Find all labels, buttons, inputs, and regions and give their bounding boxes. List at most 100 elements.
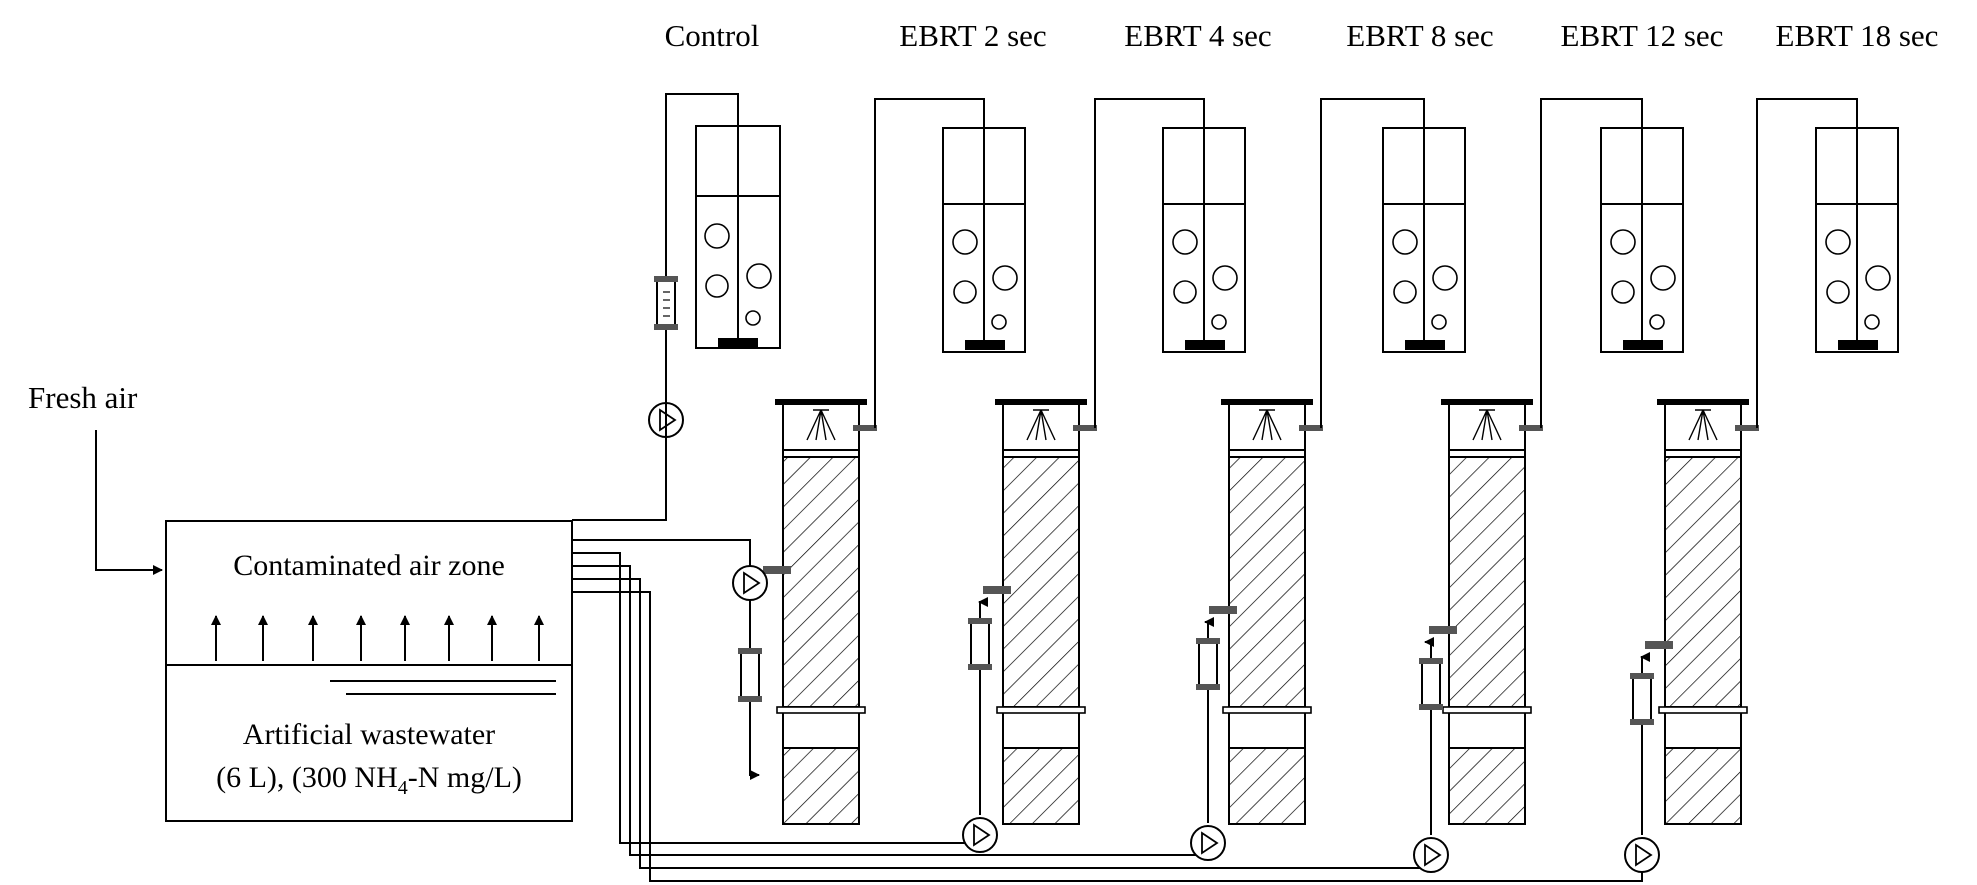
bubble [1649,314,1665,330]
stir-bar [965,340,1005,350]
bubble [1610,229,1636,255]
spray-nozzle-icon [1026,409,1056,441]
air-feed-riser [1424,637,1434,835]
bubble [1392,229,1418,255]
packed-media-bed [1228,456,1306,708]
outlet-nozzle [1299,425,1323,431]
air-feed-riser [1204,617,1214,823]
lower-media-bed [1448,747,1526,825]
support-plate [996,706,1086,714]
flowmeter-icon [1419,658,1443,710]
wastewater-label-line2: (6 L), (300 NH4-N mg/L) [216,761,522,799]
flowmeter-icon [968,618,992,670]
wastewater-tank: Contaminated air zone Artificial wastewa… [165,520,573,822]
flowmeter-icon [1196,638,1220,690]
column-label: EBRT 4 sec [1124,18,1271,53]
control-absorption-bottle [695,125,781,349]
spray-nozzle-icon [1688,409,1718,441]
outlet-nozzle [853,425,877,431]
lower-media-bed [782,747,860,825]
outlet-nozzle [1073,425,1097,431]
biofilter-station: EBRT 18 sec [572,18,1939,882]
column-cap [1657,399,1749,405]
control-flowmeter [654,276,678,330]
wastewater-label-line1: Artificial wastewater [243,718,495,751]
fresh-air-input: Fresh air [28,380,163,575]
bubble [992,265,1018,291]
fresh-air-label: Fresh air [28,380,138,415]
air-pump-icon [732,565,768,601]
inlet-nozzle [1209,606,1237,614]
gas-sample-pipe [874,98,985,428]
updraft-arrows [211,615,544,661]
air-feed-pipe [572,539,760,780]
column-cap [995,399,1087,405]
inlet-nozzle [1645,641,1673,649]
spray-nozzle-icon [1252,409,1282,441]
lower-media-bed [1228,747,1306,825]
air-feed-pipe [572,565,1209,856]
gas-sample-pipe [1094,98,1205,428]
bubble [1172,229,1198,255]
stir-bar [1838,340,1878,350]
gas-sample-pipe [1540,98,1643,428]
inlet-nozzle [983,586,1011,594]
spray-nozzle-icon [1472,409,1502,441]
air-pump-icon [962,817,998,853]
bubble [1432,265,1458,291]
stir-bar [1405,340,1445,350]
air-zone-label: Contaminated air zone [233,549,505,582]
column-label-control: Control [665,18,760,53]
biofilter-station: EBRT 8 sec [572,18,1494,861]
tank-outline [165,520,573,822]
bubble [1825,229,1851,255]
control-line: Control [572,18,781,521]
packed-media-bed [1664,456,1742,708]
control-pump [648,402,684,438]
gas-sample-pipe [1756,98,1858,428]
control-air-pipe [572,93,739,521]
spray-nozzle-icon [806,409,836,441]
column-cap [775,399,867,405]
biofilter-station: EBRT 12 sec [572,18,1724,873]
lower-media-bed [1664,747,1742,825]
stir-bar [1185,340,1225,350]
support-plate [1442,706,1532,714]
outlet-nozzle [1735,425,1759,431]
fresh-air-arrow [95,430,163,575]
column-label: EBRT 2 sec [899,18,1046,53]
inlet-nozzle [1429,626,1457,634]
bubble [1212,265,1238,291]
bubble [1173,280,1197,304]
support-plate [1222,706,1312,714]
air-feed-riser [1640,652,1650,835]
inlet-nozzle [763,566,791,574]
bubble [1393,280,1417,304]
packed-media-bed [1002,456,1080,708]
outlet-nozzle [1519,425,1543,431]
packed-media-bed [1448,456,1526,708]
support-plate [1658,706,1748,714]
column-cap [1441,399,1533,405]
stir-bar [1623,340,1663,350]
gas-sample-pipe [1320,98,1425,428]
column-label: EBRT 18 sec [1776,18,1939,53]
bubble [1211,314,1227,330]
bubble [1650,265,1676,291]
bubble [952,229,978,255]
bubble [1431,314,1447,330]
air-feed-pipe [572,552,981,844]
bubble [1865,265,1891,291]
bubble [953,280,977,304]
air-pump-icon [1413,837,1449,873]
column-label: EBRT 12 sec [1561,18,1724,53]
support-plate [776,706,866,714]
air-pump-icon [1624,837,1660,873]
flowmeter-icon [738,648,762,702]
bubble [1611,280,1635,304]
air-feed-riser [978,597,988,815]
biofilter-station: EBRT 2 sec [572,18,1047,825]
